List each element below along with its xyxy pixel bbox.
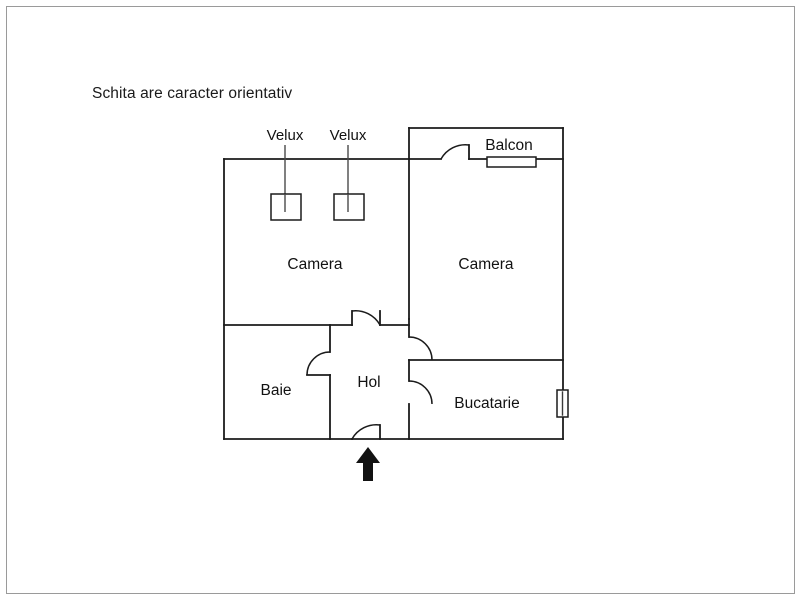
balcony-door-swing-arc [440,144,470,160]
room-label-baie: Baie [260,382,291,399]
door-swing-hol-to-bucatarie [408,380,433,405]
room-label-camera-right: Camera [458,256,514,273]
room-label-hol: Hol [357,374,380,391]
velux-left-label: Velux [267,127,304,144]
image-frame-border [6,6,795,594]
velux-right-skylight-symbol [333,193,365,221]
feature-label-balcon: Balcon [485,137,532,154]
velux-left-skylight-symbol [270,193,302,221]
entrance-arrow-icon [356,447,380,481]
room-label-camera-left: Camera [287,256,343,273]
page-title: Schita are caracter orientativ [92,85,293,102]
door-swing-hol-to-camera-left [351,310,381,326]
door-swing-hol-to-camera-right [408,336,433,361]
entrance-door-swing-arc [351,424,381,440]
velux-right-label: Velux [330,127,367,144]
room-label-bucatarie: Bucatarie [454,395,519,412]
balcony-window-symbol [486,156,537,168]
door-swing-hol-to-baie [306,351,331,376]
